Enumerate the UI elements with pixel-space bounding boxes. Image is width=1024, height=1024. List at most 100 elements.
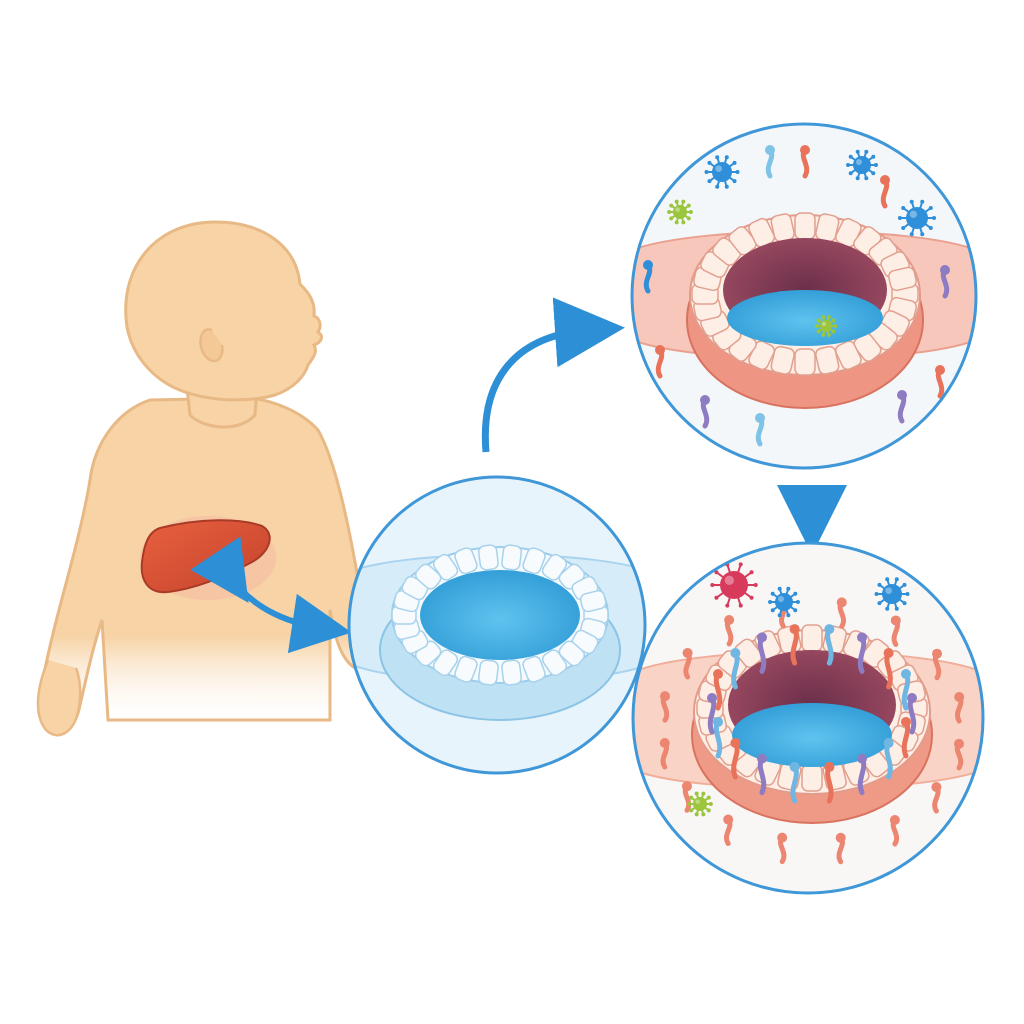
virus-spike-tip xyxy=(885,606,890,611)
virus-spike-tip xyxy=(831,329,836,334)
virus-icon xyxy=(710,562,758,608)
virus-spike-tip xyxy=(814,324,819,328)
virus-body xyxy=(853,156,871,174)
epithelial-cell xyxy=(454,547,478,575)
virus-highlight xyxy=(675,207,681,213)
virus-spike-tip xyxy=(786,586,791,591)
inflammatory-cell-head xyxy=(643,260,653,270)
inflammatory-cell-head xyxy=(655,345,665,355)
inflammatory-cell-head xyxy=(757,753,767,764)
virus-spike-tip xyxy=(777,586,782,591)
virus-body xyxy=(906,207,928,229)
virus-body xyxy=(712,162,732,182)
virus-highlight xyxy=(822,322,826,326)
virus-spike-tip xyxy=(877,601,882,606)
virus-spike-tip xyxy=(701,812,706,817)
child-hand xyxy=(36,659,82,737)
virus-spike-tip xyxy=(885,577,890,582)
inflammatory-cell-head xyxy=(723,814,734,825)
child-head xyxy=(124,220,323,402)
virus-spike-tip xyxy=(669,203,674,208)
virus-spike-tip xyxy=(920,232,925,237)
virus-spike-tip xyxy=(688,210,693,214)
virus-spike-tip xyxy=(724,184,729,189)
epithelial-cell xyxy=(888,266,917,292)
virus-spike-tip xyxy=(681,199,686,204)
inflammatory-cell-head xyxy=(940,265,950,275)
virus-spike-tip xyxy=(749,595,754,600)
virus-spike-tip xyxy=(710,583,715,587)
virus-spike-tip xyxy=(724,155,729,160)
virus-spike-tip xyxy=(732,160,737,165)
inflammatory-cell-head xyxy=(700,395,710,405)
virus-icon xyxy=(874,577,910,611)
virus-spike-tip xyxy=(909,199,914,204)
inflammatory-cell-head xyxy=(724,614,735,625)
epithelial-cell xyxy=(454,655,478,683)
virus-spike-tip xyxy=(848,171,853,176)
virus-spike-tip xyxy=(928,226,933,231)
virus-spike-tip xyxy=(848,154,853,159)
child-ear xyxy=(199,328,224,363)
inflammatory-cell-head xyxy=(789,624,800,635)
virus-spike-tip xyxy=(667,210,672,214)
virus-spike-tip xyxy=(793,608,798,613)
virus-spike-tip xyxy=(770,608,775,613)
virus-spike-tip xyxy=(738,603,743,608)
inflamed-lumen xyxy=(727,290,883,346)
virus-spike-tip xyxy=(871,171,876,176)
virus-spike-tip xyxy=(901,205,906,210)
virus-spike-tip xyxy=(894,577,899,582)
virus-spike-tip xyxy=(715,184,720,189)
healthy-lumen xyxy=(420,570,580,660)
virus-icon xyxy=(814,315,838,337)
virus-spike-tip xyxy=(707,179,712,184)
inflammatory-cell-head xyxy=(954,692,965,703)
inflammatory-cell-head xyxy=(659,691,670,702)
virus-body xyxy=(775,593,793,611)
inflammatory-cell-head xyxy=(800,145,810,155)
virus-spike-tip xyxy=(864,176,869,181)
virus-icon xyxy=(897,199,937,237)
virus-spike-tip xyxy=(897,216,902,220)
virus-spike-tip xyxy=(706,795,711,800)
virus-spike-tip xyxy=(894,606,899,611)
inflamed-epithelial-cells xyxy=(691,212,919,376)
epithelial-cell xyxy=(432,553,459,581)
inflammatory-cell-head xyxy=(907,693,917,703)
inflammatory-cell-head xyxy=(880,175,890,185)
virus-highlight xyxy=(695,799,701,805)
virus-spike-tip xyxy=(674,220,679,225)
epithelial-cell xyxy=(728,226,757,256)
epithelial-cell xyxy=(414,563,442,590)
virus-spike-tip xyxy=(689,808,694,813)
virus-spike-tip xyxy=(749,570,754,575)
virus-spike-tip xyxy=(714,570,719,575)
epithelial-cell xyxy=(501,659,523,686)
virus-spike-tip xyxy=(909,232,914,237)
virus-spike-tip xyxy=(686,203,691,208)
virus-spike-tip xyxy=(873,163,878,167)
inflammatory-cell-head xyxy=(824,624,835,635)
virus-body xyxy=(673,205,687,219)
inflammatory-cell-head xyxy=(857,632,867,643)
virus-spike-tip xyxy=(753,583,758,587)
virus-spike-tip xyxy=(669,216,674,221)
virus-spike-tip xyxy=(686,216,691,221)
virus-icon xyxy=(768,586,800,618)
virus-spike-tip xyxy=(902,582,907,587)
inflamed-duct-border xyxy=(630,122,978,470)
virus-spike-tip xyxy=(707,160,712,165)
virus-icon xyxy=(667,199,693,225)
virus-spike-tip xyxy=(770,591,775,596)
inflammatory-cell-head xyxy=(730,648,741,659)
epithelial-cell xyxy=(801,624,823,652)
virus-spike-tip xyxy=(831,318,836,323)
inflammatory-cell-head xyxy=(789,761,800,772)
epithelial-cell xyxy=(477,544,499,571)
inflamed-microbes xyxy=(643,145,950,447)
inflammatory-cell-head xyxy=(883,737,894,748)
inflammatory-cell-head xyxy=(659,737,670,748)
virus-spike-tip xyxy=(681,220,686,225)
epithelial-cell xyxy=(801,764,823,792)
